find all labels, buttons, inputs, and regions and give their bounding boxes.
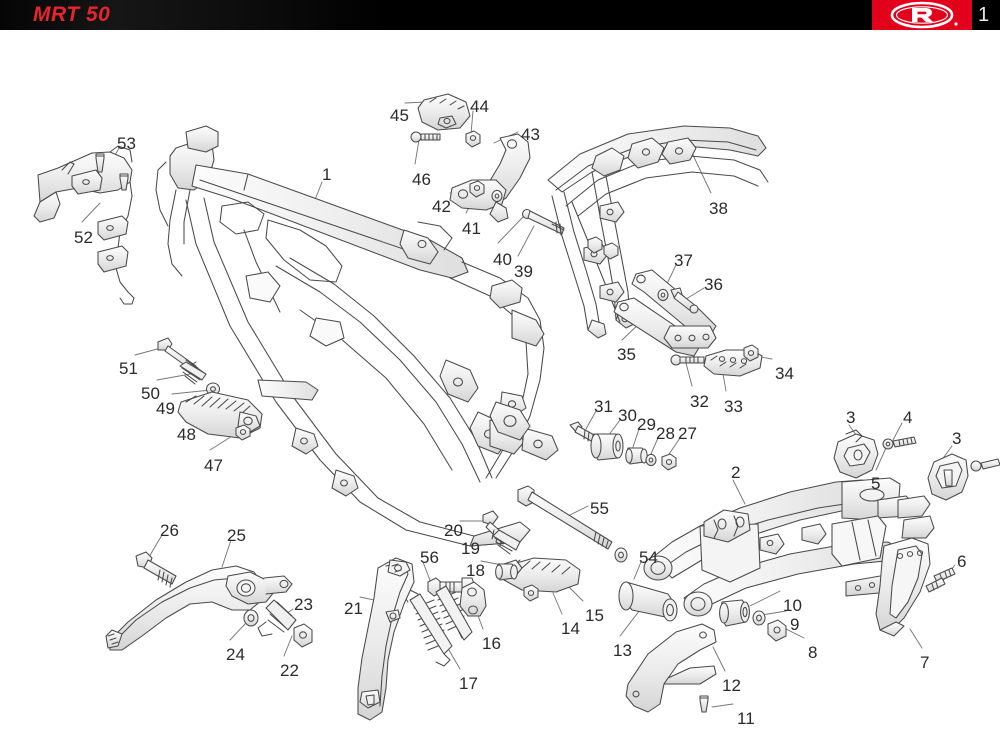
page-header: MRT 50 1 [0, 0, 1000, 30]
part-17-side-stand-springs [403, 585, 473, 667]
callout-swingarm-pivot-bolt: 55 [590, 499, 609, 518]
callout-footpeg-bracket-upper: 45 [390, 106, 409, 125]
callout-nut: 27 [678, 424, 697, 443]
parts-54-55-pivot-bolt [517, 485, 628, 563]
callout-bolt: 51 [119, 359, 138, 378]
callout-main-frame: 1 [322, 165, 332, 184]
parts-35-37-brace [613, 269, 717, 357]
callout-link-plate: 16 [482, 634, 501, 653]
callout-washer: 9 [790, 615, 800, 634]
parts-39-42-fasteners [469, 180, 565, 236]
part-21-side-stand [357, 557, 415, 721]
callout-bushing-sleeve: 13 [613, 641, 632, 660]
parts-47-51-left-footpeg [157, 337, 263, 441]
callout-swingarm: 2 [731, 463, 741, 482]
brand-logo-icon [872, 0, 972, 30]
callout-subframe-brace: 35 [617, 345, 636, 364]
callout-side-stand: 21 [344, 599, 363, 618]
header-sheen [0, 0, 390, 30]
part-38-rear-subframe [547, 125, 769, 339]
callout-washer: 54 [639, 548, 658, 567]
callout-washer: 28 [656, 424, 675, 443]
callout-nut: 47 [204, 456, 223, 475]
part-1-main-frame [155, 125, 559, 547]
parts-6-7-chain-guide [875, 537, 956, 637]
callout-chain-slider-bracket-right: 3 [952, 429, 962, 448]
callout-footpeg-left: 48 [177, 425, 196, 444]
parts-43-46-upper-brackets [410, 93, 531, 223]
callout-nut: 42 [432, 197, 451, 216]
callout-nut: 44 [470, 97, 489, 116]
callout-side-stand-spring: 17 [459, 674, 478, 693]
part-53-screws [95, 153, 129, 191]
callout-screws: 53 [117, 134, 136, 153]
parts-3-5-chain-slider-brackets [833, 429, 1000, 501]
callout-spacer: 10 [783, 596, 802, 615]
part-2-swingarm [643, 477, 935, 617]
callout-screw: 11 [737, 709, 755, 728]
callout-stand-pivot-bolt: 56 [420, 548, 439, 567]
callout-screw: 6 [957, 552, 967, 571]
part-16-link-plate [459, 581, 487, 617]
callout-washer: 41 [462, 219, 481, 238]
callout-chain-slider-bracket-left: 3 [846, 408, 856, 427]
callout-chain-tensioner-arm: 12 [722, 676, 741, 695]
exploded-parts-artwork [33, 93, 1000, 721]
callout-bushing: 30 [618, 406, 637, 425]
callout-bolt: 39 [514, 262, 533, 281]
callout-washer: 5 [871, 474, 881, 493]
callout-bolt: 46 [412, 170, 431, 189]
parts-22-26-brake-pedal [105, 551, 313, 651]
callout-collar: 29 [637, 415, 656, 434]
part-52-exhaust-bracket [33, 145, 135, 305]
callout-brake-pedal: 25 [227, 526, 246, 545]
callout-bolt: 31 [594, 397, 613, 416]
brand-logo [872, 0, 972, 30]
model-title: MRT 50 [33, 3, 111, 26]
callout-washer: 40 [493, 250, 512, 269]
parts-11-12-tensioner-arm [625, 623, 717, 713]
callout-nut: 34 [775, 364, 794, 383]
callout-bolt: 36 [704, 275, 723, 294]
callout-chain-guide: 7 [920, 653, 930, 672]
callout-engine-mount-bracket: 43 [521, 125, 540, 144]
callout-washer: 24 [226, 645, 245, 664]
part-13-sleeve [618, 581, 678, 622]
callout-return-spring: 23 [294, 595, 313, 614]
callout-bolt: 20 [444, 521, 463, 540]
callout-nut: 8 [808, 643, 818, 662]
parts-8-10-axle-hardware [719, 599, 787, 642]
callout-footpeg-right: 15 [585, 606, 604, 625]
callout-spring: 19 [461, 539, 480, 558]
callout-washer: 37 [674, 251, 693, 270]
callout-nut: 22 [280, 661, 299, 680]
callout-washer: 49 [156, 399, 175, 418]
parts-18-20-stand-hardware [482, 510, 521, 581]
callout-pivot-bolt: 26 [160, 521, 179, 540]
page-number: 1 [978, 4, 990, 26]
callout-exhaust-bracket: 52 [74, 228, 93, 247]
callout-rear-subframe: 38 [709, 199, 728, 218]
callout-bushing: 18 [466, 561, 485, 580]
callout-bolt: 4 [903, 408, 913, 427]
callout-bolt: 32 [690, 392, 709, 411]
callout-footpeg-bracket: 33 [724, 397, 743, 416]
parts-32-34-footpeg-bracket [670, 344, 763, 377]
parts-27-31-pivot-hardware [569, 421, 677, 471]
callout-nut: 14 [561, 619, 580, 638]
callout-spring: 50 [141, 384, 160, 403]
